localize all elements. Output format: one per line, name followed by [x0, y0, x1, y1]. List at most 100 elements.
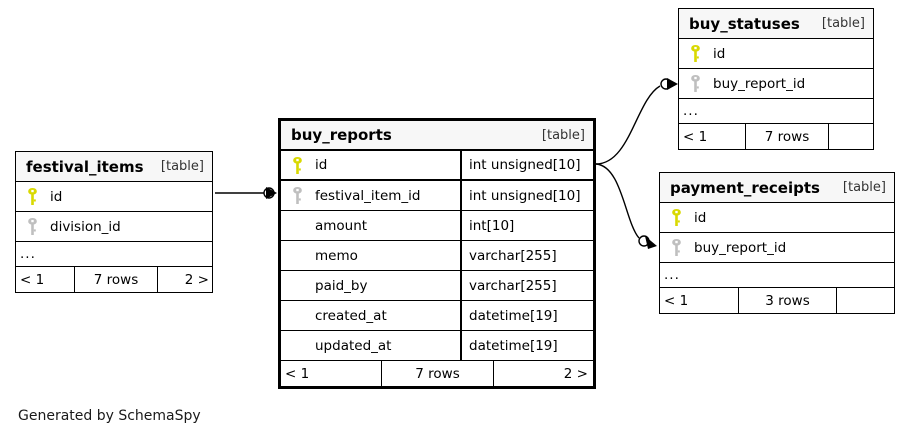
table-title: payment_receipts: [670, 178, 820, 197]
column-type-cell: int unsigned[10]: [460, 151, 593, 179]
column-type-cell: int[10]: [460, 211, 593, 240]
primary-key-icon: [292, 156, 302, 174]
table-title: buy_statuses: [689, 14, 800, 33]
footer-row-count[interactable]: 7 rows: [74, 267, 157, 292]
column-name-cell: memo: [281, 241, 460, 270]
foreign-key-icon: [27, 218, 37, 235]
column-name-label: id: [50, 188, 63, 205]
foreign-key-icon: [690, 75, 700, 92]
column-name-label: created_at: [315, 307, 387, 324]
key-indicator-slot: [685, 45, 705, 62]
column-row-id[interactable]: id: [679, 39, 873, 69]
relationship-buy_reports-to-buy_statuses: [595, 78, 678, 165]
column-row-id[interactable]: id int unsigned[10]: [281, 151, 593, 181]
primary-key-icon: [671, 209, 681, 226]
more-columns-ellipsis: ...: [16, 242, 212, 267]
column-name-label: updated_at: [315, 337, 392, 354]
table-title: buy_reports: [291, 126, 392, 144]
footer-row-count[interactable]: 7 rows: [381, 361, 493, 386]
foreign-key-icon: [292, 187, 302, 204]
foreign-key-icon: [671, 239, 681, 256]
column-name-label: paid_by: [315, 277, 368, 294]
more-columns-ellipsis: ...: [660, 263, 894, 288]
relationship-line: [595, 85, 661, 165]
table-type-tag: [table]: [842, 180, 886, 195]
column-name-cell: updated_at: [281, 331, 460, 360]
footer-next-page: [836, 288, 894, 313]
column-row-id[interactable]: id: [16, 182, 212, 212]
column-type-cell: int unsigned[10]: [460, 181, 593, 210]
column-type-cell: datetime[19]: [460, 301, 593, 330]
column-name-label: festival_item_id: [315, 187, 421, 204]
key-indicator-slot: [287, 156, 307, 174]
table-header-festival_items: festival_items[table]: [16, 152, 212, 182]
column-row-id[interactable]: id: [660, 203, 894, 233]
footer-prev-page[interactable]: < 1: [20, 271, 45, 288]
column-name-label: buy_report_id: [713, 75, 806, 92]
crowsfoot-arrowhead: [266, 187, 277, 199]
column-name-cell: id: [281, 151, 460, 179]
column-name-label: id: [315, 157, 328, 173]
footer-row-count[interactable]: 7 rows: [745, 124, 828, 149]
table-footer-payment_receipts: < 1 3 rows: [660, 288, 894, 313]
column-row-buy_report_id[interactable]: buy_report_id: [679, 69, 873, 99]
column-row-created_at[interactable]: created_at datetime[19]: [281, 301, 593, 331]
column-row-updated_at[interactable]: updated_at datetime[19]: [281, 331, 593, 361]
crowsfoot-arrowhead: [667, 78, 678, 90]
table-header-buy_reports: buy_reports[table]: [281, 121, 593, 151]
optional-cardinality-circle: [660, 78, 672, 90]
footer-next-page: [828, 124, 873, 149]
table-type-tag: [table]: [821, 16, 865, 31]
table-header-payment_receipts: payment_receipts [table]: [660, 173, 894, 203]
key-indicator-slot: [666, 209, 686, 226]
optional-cardinality-circle: [638, 235, 650, 247]
column-name-label: memo: [315, 247, 358, 264]
column-name-cell: created_at: [281, 301, 460, 330]
key-indicator-slot: [287, 187, 307, 204]
crowsfoot-arrowhead: [645, 236, 657, 249]
column-row-paid_by[interactable]: paid_by varchar[255]: [281, 271, 593, 301]
column-name-cell: buy_report_id: [679, 69, 873, 98]
table-header-buy_statuses: buy_statuses [table]: [679, 9, 873, 39]
primary-key-icon: [27, 188, 37, 205]
footer-next-page[interactable]: 2 >: [157, 267, 214, 292]
column-type-cell: datetime[19]: [460, 331, 593, 360]
table-type-tag: [table]: [160, 159, 204, 174]
column-row-amount[interactable]: amount int[10]: [281, 211, 593, 241]
key-indicator-slot: [685, 75, 705, 92]
column-type-cell: varchar[255]: [460, 271, 593, 300]
footer-prev-page[interactable]: < 1: [683, 128, 708, 145]
column-row-division_id[interactable]: division_id: [16, 212, 212, 242]
column-row-festival_item_id[interactable]: festival_item_id int unsigned[10]: [281, 181, 593, 211]
column-name-label: amount: [315, 217, 368, 234]
column-type-cell: varchar[255]: [460, 241, 593, 270]
column-row-buy_report_id[interactable]: buy_report_id: [660, 233, 894, 263]
column-name-cell: amount: [281, 211, 460, 240]
footer-prev-page[interactable]: < 1: [285, 365, 310, 382]
footer-row-count[interactable]: 3 rows: [738, 288, 836, 313]
table-payment_receipts[interactable]: payment_receipts [table] id buy_report_id..…: [659, 172, 895, 314]
footer-prev-page[interactable]: < 1: [664, 292, 689, 309]
column-name-cell: id: [679, 39, 873, 68]
column-name-cell: paid_by: [281, 271, 460, 300]
relationship-line: [595, 163, 640, 239]
key-indicator-slot: [22, 218, 42, 235]
column-name-cell: buy_report_id: [660, 233, 894, 262]
more-columns-ellipsis: ...: [679, 99, 873, 124]
column-row-memo[interactable]: memo varchar[255]: [281, 241, 593, 271]
key-indicator-slot: [666, 239, 686, 256]
table-footer-buy_statuses: < 1 7 rows: [679, 124, 873, 149]
footer-next-page[interactable]: 2 >: [493, 361, 593, 386]
column-name-label: buy_report_id: [694, 239, 787, 256]
primary-key-icon: [690, 45, 700, 62]
column-name-cell: festival_item_id: [281, 181, 460, 210]
optional-cardinality-circle: [263, 187, 275, 199]
column-name-cell: division_id: [16, 212, 212, 241]
schemaspy-credit: Generated by SchemaSpy: [18, 408, 201, 424]
column-name-label: division_id: [50, 218, 121, 235]
